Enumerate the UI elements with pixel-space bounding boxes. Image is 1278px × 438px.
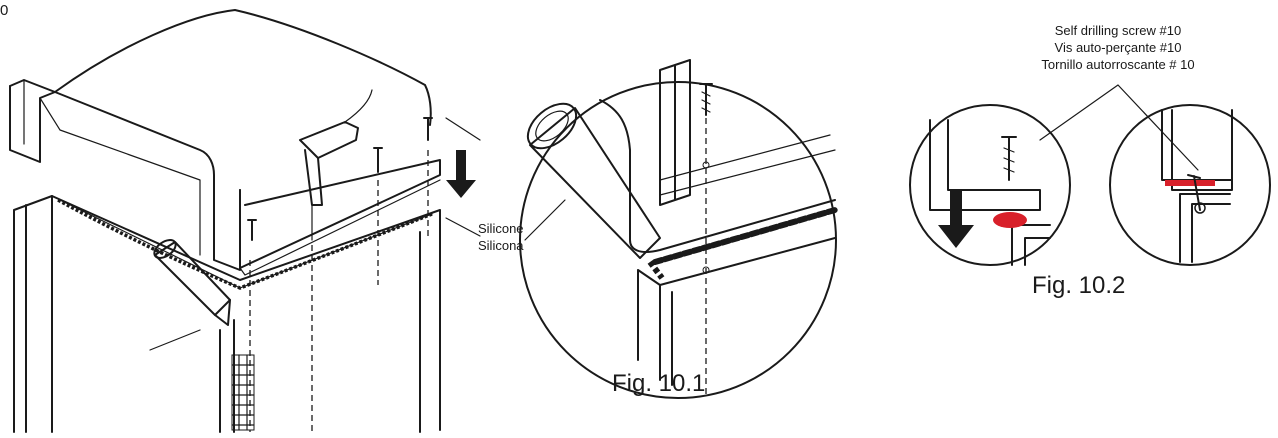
detail-hood-edge — [599, 99, 836, 253]
drill-icon — [299, 89, 373, 241]
cabinet-front-edges — [219, 231, 421, 433]
screws-main — [247, 117, 433, 241]
left-bracket-profile — [929, 119, 1041, 211]
vent-grid — [231, 354, 255, 431]
screw-leader-lines — [1039, 84, 1199, 171]
silicone-label: Silicone Silicona — [478, 220, 524, 254]
detail-silicone-tube — [526, 102, 661, 259]
left-silicone-dot — [993, 212, 1027, 228]
corner-number: 0 — [0, 2, 9, 19]
right-bracket-profile — [1161, 109, 1233, 191]
silicone-label-es: Silicona — [478, 238, 524, 253]
screw-label-en: Self drilling screw #10 — [1054, 23, 1182, 38]
screw-label-fr: Vis auto-perçante #10 — [1054, 40, 1182, 55]
detail-bracket — [659, 59, 691, 206]
detail-silicone-bead — [647, 207, 838, 280]
hood-plate — [239, 159, 441, 269]
screw-label: Self drilling screw #10 Vis auto-perçant… — [1010, 22, 1226, 73]
detail-cabinet-frame — [637, 237, 836, 386]
hood-plate-edge — [239, 179, 441, 276]
hood-bracket — [9, 85, 56, 163]
context-lines — [149, 117, 481, 351]
detail-screw-icon — [699, 83, 713, 116]
detail-circle-10-1 — [519, 81, 837, 399]
detail-hood-plate — [659, 134, 836, 196]
down-arrow-icon-main — [446, 150, 476, 198]
silicone-label-en: Silicone — [478, 221, 524, 236]
detail-circle-10-2-left — [909, 104, 1071, 266]
left-screw-icon — [1001, 136, 1017, 181]
right-base-profile — [1179, 193, 1231, 263]
silicone-bead-main — [57, 198, 433, 290]
fig-10-2-view — [909, 84, 1271, 266]
hood-bracket-inner — [23, 79, 201, 256]
fig-10-1-caption: Fig. 10.1 — [612, 370, 706, 397]
hood-bracket-arm — [9, 79, 241, 271]
right-screw-icon — [1187, 174, 1206, 214]
cabinet-top-frame — [51, 195, 441, 431]
detail-circle-10-2-right — [1109, 104, 1271, 266]
fig-10-1-view — [519, 59, 838, 399]
screw-label-es: Tornillo autorroscante # 10 — [1041, 57, 1195, 72]
cabinet-side-panel — [13, 195, 53, 433]
silicone-tube-main — [153, 239, 231, 326]
main-assembly-view — [9, 9, 481, 433]
alignment-lines-main — [249, 150, 429, 432]
right-silicone-layer — [1165, 180, 1215, 186]
down-arrow-icon-fig-10-2 — [938, 190, 974, 248]
silicone-leader-line — [524, 199, 566, 241]
fig-10-2-caption: Fig. 10.2 — [1032, 272, 1126, 299]
hood-top — [54, 9, 432, 126]
